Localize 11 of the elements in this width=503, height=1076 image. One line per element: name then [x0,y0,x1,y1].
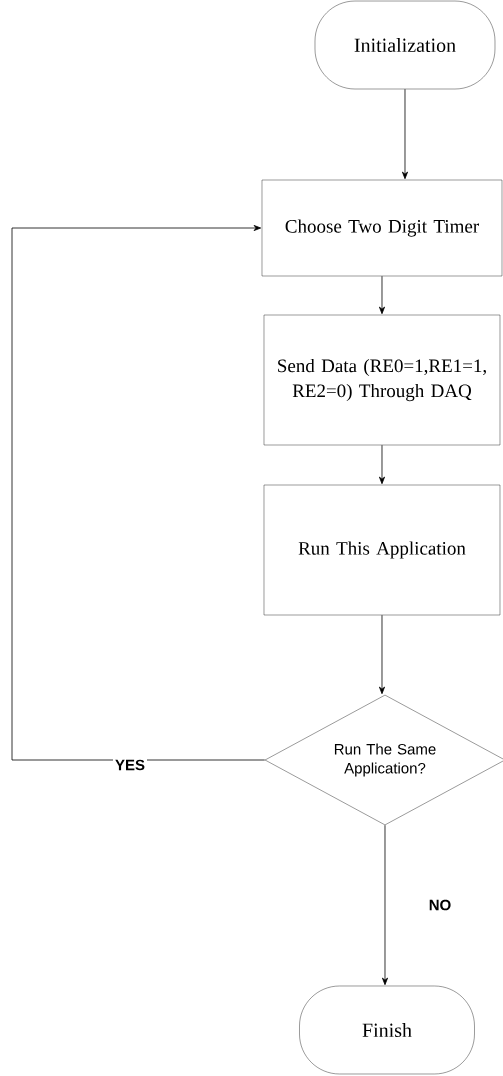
arrow [379,444,385,485]
arrow [379,275,385,315]
process-box: Send Data (RE0=1,RE1=1, RE2=0) Through DAQ [263,314,501,446]
edge-label: NO [426,897,454,913]
arrow [11,225,266,761]
arrow [382,824,388,986]
edge-label: YES [113,757,147,773]
process-box: Run This Application [263,484,501,616]
process-box: Choose Two Digit Timer [261,179,503,277]
arrow [402,88,408,180]
arrow [379,614,385,695]
